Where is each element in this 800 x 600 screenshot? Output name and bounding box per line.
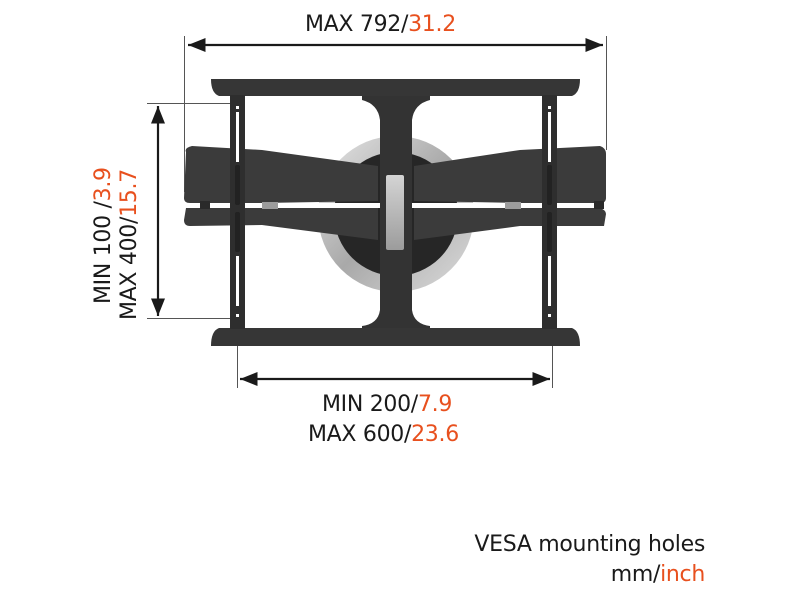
horizontal-vesa-max-inch: 23.6 xyxy=(411,422,459,447)
overall-width-mm: MAX 792/ xyxy=(305,12,409,37)
horizontal-vesa-min-mm: MIN 200/ xyxy=(322,392,418,417)
overall-width-inch: 31.2 xyxy=(408,12,456,37)
vertical-vesa-min: MIN 100 /3.9 xyxy=(91,167,116,304)
horizontal-vesa-max: MAX 600/23.6 xyxy=(308,424,459,446)
horizontal-vesa-min: MIN 200/7.9 xyxy=(322,394,452,416)
horizontal-vesa-max-mm: MAX 600/ xyxy=(308,422,412,447)
caption-units: mm/inch xyxy=(610,562,706,587)
vertical-vesa-max: MAX 400/15.7 xyxy=(117,167,142,320)
center-bracket xyxy=(362,95,430,330)
caption-unit-mm: mm/ xyxy=(610,562,661,587)
horizontal-bars xyxy=(211,79,580,346)
vertical-vesa-min-inch: 3.9 xyxy=(91,167,116,202)
caption-title: VESA mounting holes xyxy=(474,532,705,557)
dimension-lines xyxy=(150,37,603,387)
vertical-vesa-min-mm: MIN 100 / xyxy=(91,201,116,304)
vertical-vesa-max-mm: MAX 400/ xyxy=(117,216,142,320)
vertical-vesa-labels: MIN 100 /3.9 MAX 400/15.7 xyxy=(91,167,142,320)
vertical-rails xyxy=(230,95,557,329)
caption-unit-inch: inch xyxy=(660,562,705,587)
overall-width-label: MAX 792/31.2 xyxy=(305,14,456,36)
vertical-vesa-max-inch: 15.7 xyxy=(117,169,142,217)
horizontal-vesa-min-inch: 7.9 xyxy=(417,392,453,417)
